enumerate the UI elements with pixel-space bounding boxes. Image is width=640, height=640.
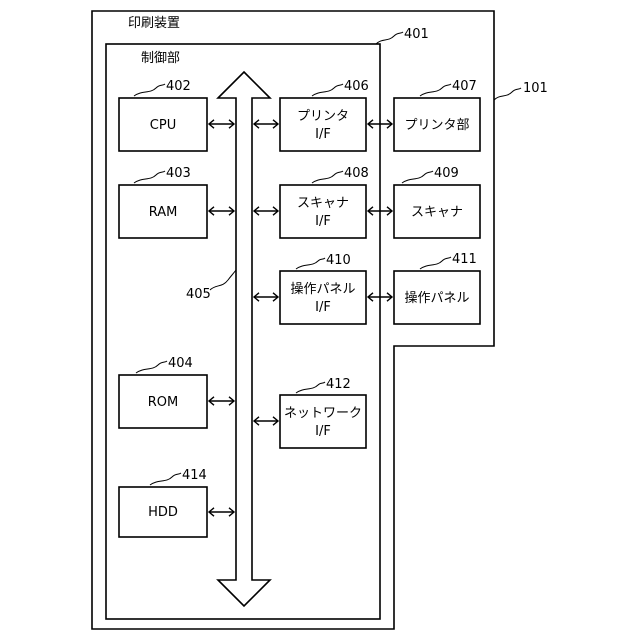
panel-block: 操作パネル [394,271,480,324]
rom-label: ROM [148,395,178,410]
network-if-label-line2: I/F [315,424,331,439]
panel-if-label-line1: 操作パネル [290,281,355,297]
ref-402: 402 [166,79,191,94]
rom-bus-arrow [209,397,234,405]
printer-if-label-line2: I/F [315,127,331,142]
controller-title: 制御部 [141,51,180,66]
panel-label: 操作パネル [404,290,469,306]
printer-if-block: プリンタ I/F [280,98,366,151]
ref-404: 404 [168,356,193,371]
system-bus [218,72,270,606]
ref-403: 403 [166,166,191,181]
ref-101: 101 [523,81,548,96]
ref-409: 409 [434,166,459,181]
hdd-label: HDD [148,505,178,520]
network-if-block: ネットワーク I/F [280,395,366,448]
bus-scanner-if-arrow [254,207,278,215]
cpu-block: CPU [119,98,207,151]
bus-printer-if-arrow [254,120,278,128]
ram-label: RAM [149,205,178,220]
printer-unit-block: プリンタ部 [394,98,480,151]
ref-408: 408 [344,166,369,181]
ref-410: 410 [326,253,351,268]
bus-network-if-arrow [254,417,278,425]
ref-401: 401 [404,27,429,42]
printer-unit-label: プリンタ部 [404,118,469,133]
panel-if-label-line2: I/F [315,300,331,315]
scanner-if-label-line1: スキャナ [297,196,349,211]
ram-block: RAM [119,185,207,238]
ref-406: 406 [344,79,369,94]
scanner-if-label-line2: I/F [315,214,331,229]
cpu-bus-arrow [209,120,234,128]
printing-apparatus-title: 印刷装置 [128,16,180,31]
panel-if-block: 操作パネル I/F [280,271,366,324]
hdd-bus-arrow [209,508,234,516]
scanner-if-block: スキャナ I/F [280,185,366,238]
ram-bus-arrow [209,207,234,215]
ref-407: 407 [452,79,477,94]
network-if-label-line1: ネットワーク [284,406,362,421]
printer-if-label-line1: プリンタ [297,109,349,124]
ref-414: 414 [182,468,207,483]
ref-405: 405 [186,287,211,302]
bus-panel-if-arrow [254,293,278,301]
scanner-label: スキャナ [411,205,463,220]
ref-412: 412 [326,377,351,392]
scanner-block: スキャナ [394,185,480,238]
cpu-label: CPU [150,118,176,133]
hdd-block: HDD [119,487,207,537]
rom-block: ROM [119,375,207,428]
ref-411: 411 [452,252,477,267]
